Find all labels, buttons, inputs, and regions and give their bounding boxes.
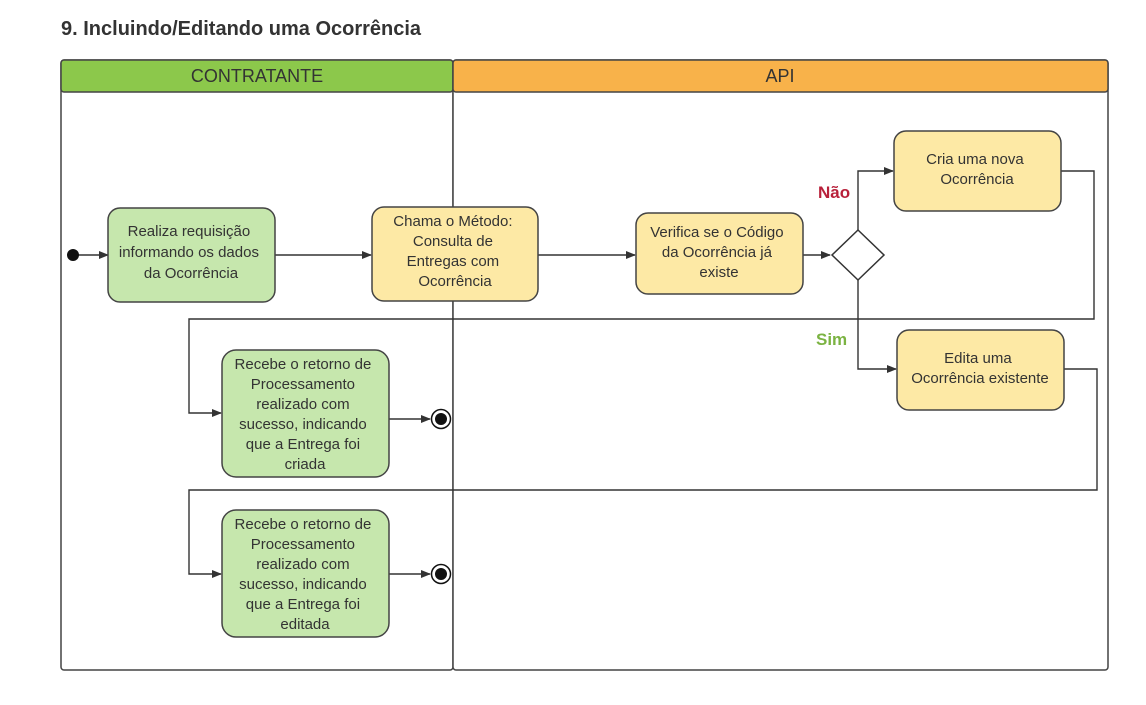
node-text-line: Ocorrência — [418, 273, 492, 290]
edge-cria-retorno-criada — [188, 170, 1095, 417]
end-node-criada — [430, 408, 452, 430]
edge-decision-edita — [857, 280, 897, 373]
node-text-line: Verifica se o Código — [650, 224, 783, 241]
node-text-line: da Ocorrência — [144, 265, 239, 282]
node-verifica-codigo: Verifica se o Código da Ocorrência já ex… — [635, 212, 804, 295]
node-text-line: Recebe o retorno de — [235, 356, 372, 373]
node-text-line: Processamento — [251, 536, 355, 553]
node-text-line: da Ocorrência já — [662, 244, 773, 261]
decision-diamond — [830, 228, 886, 282]
node-text-line: existe — [699, 264, 738, 281]
node-chama-metodo: Chama o Método: Consulta de Entregas com… — [371, 206, 539, 302]
node-text-line: criada — [285, 456, 327, 473]
page-title: 9. Incluindo/Editando uma Ocorrência — [61, 18, 422, 40]
node-edita-ocorrencia: Edita uma Ocorrência existente — [896, 329, 1065, 411]
node-text-line: Consulta de — [413, 233, 493, 250]
node-text-line: Edita uma — [944, 350, 1012, 367]
svg-text:Realiza requisição infor: Realiza requisição informando os dados d… — [119, 223, 263, 282]
node-realiza-requisicao: Realiza requisição informando os dados d… — [107, 207, 276, 303]
edge-edita-retorno-editada — [188, 368, 1098, 578]
node-text-line: Processamento — [251, 376, 355, 393]
svg-text:Cria uma nova Ocorrência: Cria uma nova Ocorrência — [926, 151, 1028, 188]
lane-title-contratante: CONTRATANTE — [191, 66, 323, 86]
node-text-line: Ocorrência — [940, 171, 1014, 188]
svg-text:Recebe o retorno de Proc: Recebe o retorno de Processamento realiz… — [235, 516, 376, 633]
node-text-line: realizado com — [256, 556, 349, 573]
node-text-line: Recebe o retorno de — [235, 516, 372, 533]
svg-text:Edita uma Ocorrência exi: Edita uma Ocorrência existente — [911, 350, 1049, 387]
node-text-line: Entregas com — [407, 253, 500, 270]
node-text-line: editada — [280, 616, 330, 633]
end-node-editada — [430, 563, 452, 585]
svg-text:Verifica se o Código da: Verifica se o Código da Ocorrência já ex… — [650, 224, 788, 281]
node-text-line: Chama o Método: — [393, 213, 512, 230]
node-text-line: informando os dados — [119, 244, 259, 261]
svg-text:Recebe o retorno de Proc: Recebe o retorno de Processamento realiz… — [235, 356, 376, 473]
start-node — [67, 249, 79, 261]
node-retorno-criada: Recebe o retorno de Processamento realiz… — [221, 349, 390, 478]
connectors — [78, 167, 1098, 578]
node-text-line: Cria uma nova — [926, 151, 1024, 168]
node-text-line: que a Entrega foi — [246, 436, 360, 453]
svg-text:Chama o Método: Consulta: Chama o Método: Consulta de Entregas com… — [393, 213, 516, 290]
node-text-line: realizado com — [256, 396, 349, 413]
label-nao: Não — [818, 183, 850, 202]
node-cria-ocorrencia: Cria uma nova Ocorrência — [893, 130, 1062, 212]
lane-api: API — [452, 59, 1109, 671]
node-text-line: Ocorrência existente — [911, 370, 1049, 387]
node-text-line: Realiza requisição — [128, 223, 251, 240]
node-text-line: que a Entrega foi — [246, 596, 360, 613]
lane-header-api — [452, 59, 1109, 93]
node-text-line: sucesso, indicando — [239, 576, 367, 593]
edge-decision-cria — [857, 167, 894, 230]
node-text-line: sucesso, indicando — [239, 416, 367, 433]
label-sim: Sim — [816, 330, 847, 349]
node-retorno-editada: Recebe o retorno de Processamento realiz… — [221, 509, 390, 638]
lane-title-api: API — [765, 66, 794, 86]
